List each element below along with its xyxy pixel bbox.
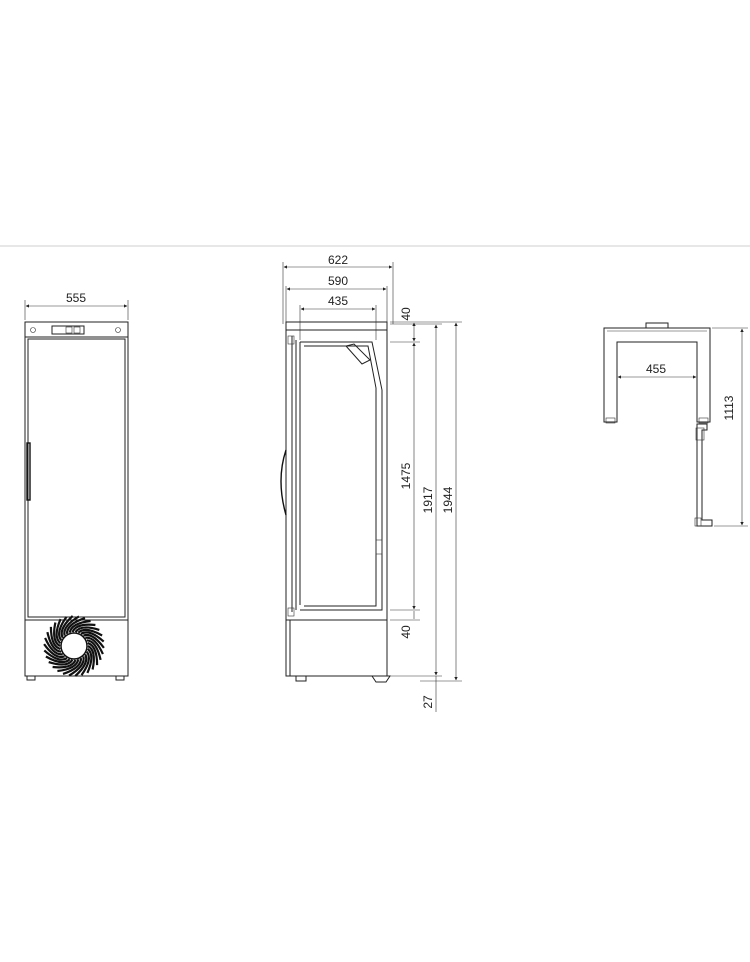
foot bbox=[115, 675, 125, 681]
inner-width-dimension: 435 bbox=[299, 294, 377, 340]
fan-blade bbox=[87, 645, 95, 670]
fan-blade bbox=[86, 648, 93, 674]
bottom-offset-label: 40 bbox=[399, 625, 413, 639]
side-cabinet-outline bbox=[285, 321, 388, 677]
fan-blade bbox=[80, 651, 90, 676]
top-view: 455 1113 bbox=[603, 322, 748, 527]
fan-blade bbox=[53, 622, 61, 647]
latch-icon bbox=[375, 539, 383, 555]
fan-blade bbox=[57, 658, 80, 673]
total-height-label: 1944 bbox=[441, 486, 455, 513]
depth-label: 1113 bbox=[722, 395, 736, 420]
screw-icon bbox=[30, 327, 36, 333]
side-handle bbox=[280, 449, 287, 516]
depth-dimension: 1113 bbox=[712, 327, 748, 527]
inner-height-label: 1475 bbox=[399, 462, 413, 489]
fan-blade bbox=[85, 636, 104, 655]
fan-blade bbox=[87, 642, 99, 666]
door-height-dimension: 1917 bbox=[390, 323, 442, 677]
fan-blade bbox=[49, 626, 61, 650]
fan-blade bbox=[65, 617, 86, 634]
fan-blade bbox=[77, 628, 103, 637]
foot bbox=[371, 675, 391, 683]
fan-blade bbox=[63, 615, 80, 636]
fan-blade bbox=[71, 623, 96, 633]
overall-width-label: 622 bbox=[328, 253, 348, 267]
fan-blade bbox=[45, 655, 71, 664]
fan-blade bbox=[55, 618, 62, 644]
front-door bbox=[27, 338, 126, 618]
screw-icon bbox=[115, 327, 121, 333]
total-height-dimension: 1944 bbox=[420, 321, 462, 682]
inner-width-label: 435 bbox=[328, 294, 348, 308]
fan-blade bbox=[48, 659, 74, 666]
fan-blade bbox=[43, 649, 68, 661]
fan-blade bbox=[58, 616, 68, 641]
fan-grille-icon bbox=[43, 615, 105, 677]
fan-blade bbox=[68, 619, 91, 634]
lamp-bracket bbox=[345, 343, 371, 365]
top-offset-label: 40 bbox=[399, 307, 413, 321]
inner-height-dimension: 1475 bbox=[390, 342, 420, 611]
fan-blade bbox=[80, 631, 105, 643]
inner-liner bbox=[300, 341, 383, 611]
fan-blade bbox=[60, 615, 74, 639]
door-height-label: 1917 bbox=[421, 486, 435, 513]
fan-blade bbox=[43, 643, 65, 659]
hinge-icon bbox=[695, 427, 705, 441]
fan-blade bbox=[62, 658, 83, 675]
fan-blade bbox=[52, 659, 77, 669]
side-view: 622 590 435 bbox=[280, 253, 462, 712]
door-edge-profile bbox=[696, 423, 713, 527]
top-fitting bbox=[645, 322, 669, 329]
door-handle bbox=[26, 442, 31, 501]
front-width-dimension: 555 bbox=[24, 291, 129, 320]
fan-blade bbox=[44, 637, 63, 656]
front-cabinet-outline bbox=[24, 321, 129, 677]
fan-hub bbox=[60, 632, 88, 660]
opening-width-label: 455 bbox=[646, 362, 666, 376]
front-view: 555 bbox=[24, 291, 129, 681]
control-display bbox=[51, 325, 85, 335]
foot bbox=[295, 675, 307, 682]
door-profile bbox=[291, 336, 301, 612]
top-offset-dimension: 40 bbox=[390, 307, 420, 343]
bottom-offset-dimension: 40 bbox=[390, 611, 420, 639]
hinge-icon bbox=[287, 335, 295, 345]
body-width-label: 590 bbox=[328, 274, 348, 288]
fan-blade bbox=[74, 626, 100, 633]
body-width-dimension: 590 bbox=[285, 274, 388, 322]
fan-blade bbox=[74, 653, 88, 677]
fan-blade bbox=[83, 633, 105, 649]
opening-width-dimension: 455 bbox=[617, 362, 697, 379]
feet-height-label: 27 bbox=[421, 695, 435, 709]
foot bbox=[26, 675, 36, 681]
fan-blade bbox=[46, 631, 62, 653]
top-view-outline bbox=[603, 327, 711, 423]
front-width-label: 555 bbox=[66, 291, 86, 305]
feet-height-dimension: 27 bbox=[421, 676, 437, 712]
hinge-icon bbox=[287, 607, 295, 617]
fan-blade bbox=[86, 639, 102, 661]
fan-blade bbox=[68, 656, 85, 677]
overall-width-dimension: 622 bbox=[282, 253, 394, 324]
